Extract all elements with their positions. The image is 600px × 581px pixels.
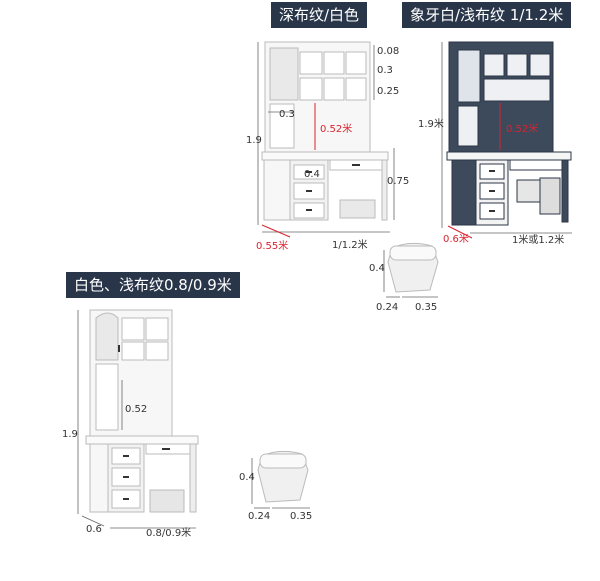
desk3-width: 0.8/0.9米: [146, 528, 192, 539]
desk1-height: 1.9: [246, 135, 262, 146]
stool2-height: 0.4: [239, 472, 255, 483]
desk1-top-gap: 0.08: [377, 46, 400, 57]
desk1-drawer-height: 0.4: [304, 169, 320, 180]
desk2-height: 1.9米: [418, 119, 444, 130]
desk2-mid-gap: 0.52米: [506, 124, 539, 135]
desk1-desk-height: 0.75: [387, 176, 410, 187]
stool2-drawing: [257, 450, 309, 503]
desk1-depth: 0.55米: [256, 241, 289, 252]
desk3-height: 1.9: [62, 429, 78, 440]
tag-ivory-light: 象牙白/浅布纹 1/1.2米: [402, 2, 572, 28]
stool1-drawing: [387, 242, 439, 293]
desk2-width: 1米或1.2米: [512, 235, 565, 246]
stool1-depth: 0.24: [376, 302, 399, 313]
stool2-width: 0.35: [290, 511, 313, 522]
stool1-height: 0.4: [369, 263, 385, 274]
stool1-width: 0.35: [415, 302, 438, 313]
desk3-mid-gap: 0.52: [125, 404, 148, 415]
desk1-shelf-low: 0.25: [377, 86, 400, 97]
desk1-side-shelf: 0.3: [279, 109, 295, 120]
desk1-shelf-height: 0.3: [377, 65, 393, 76]
tag-white-light: 白色、浅布纹0.8/0.9米: [66, 272, 240, 298]
stool2-depth: 0.24: [248, 511, 271, 522]
desk3-drawing: [85, 309, 199, 513]
desk1-mid-gap: 0.52米: [320, 124, 353, 135]
tag-dark-white: 深布纹/白色: [271, 2, 368, 28]
desk2-depth: 0.6米: [443, 234, 469, 245]
desk1-width: 1/1.2米: [332, 240, 368, 251]
desk3-depth: 0.6: [86, 524, 102, 535]
